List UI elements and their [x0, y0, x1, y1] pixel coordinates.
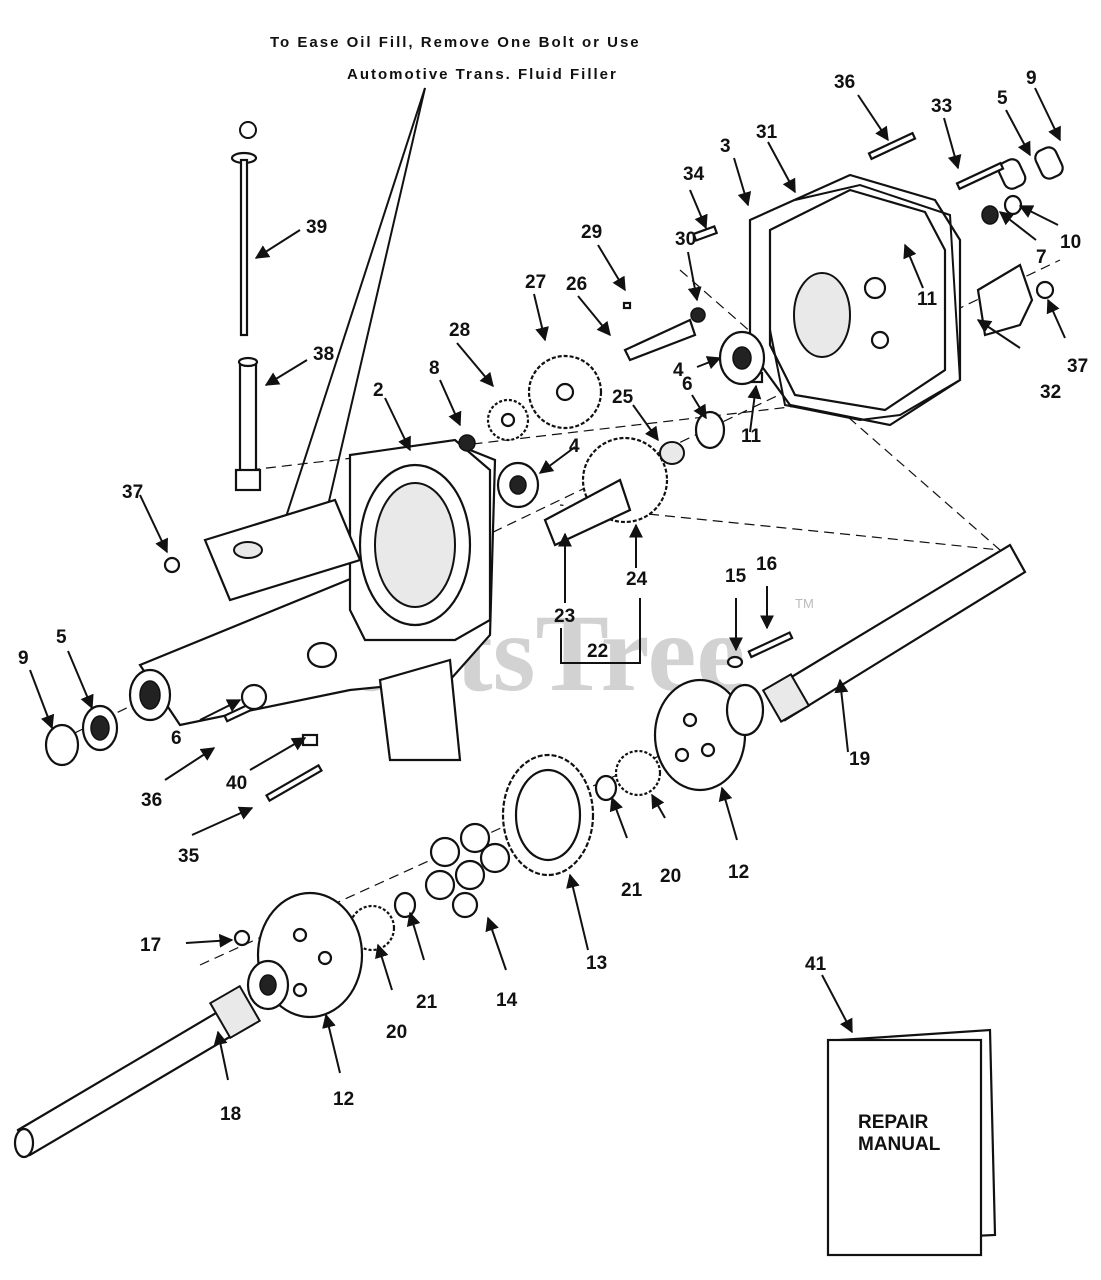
- callouts: 36 33 5 9 3 31 34 29 30 27 26 7 10 39 11…: [18, 68, 1088, 1125]
- bearings-and-spacers-upper: [690, 131, 1064, 384]
- callout-17: 17: [140, 935, 161, 956]
- callout-2: 2: [373, 380, 384, 401]
- repair-manual: REPAIR MANUAL: [826, 1028, 997, 1257]
- callout-29: 29: [581, 222, 602, 243]
- callout-36: 36: [834, 72, 855, 93]
- callout-19: 19: [849, 749, 870, 770]
- callout-8: 8: [429, 358, 440, 379]
- callout-31: 31: [756, 122, 778, 143]
- axle-left: [13, 984, 262, 1159]
- fill-tube: [234, 356, 262, 492]
- callout-33: 33: [931, 96, 952, 117]
- bevel-gears: [348, 749, 662, 952]
- ring-gear: [501, 753, 595, 877]
- transmission-housing: [128, 438, 497, 762]
- callout-21a: 21: [621, 880, 643, 901]
- callout-16: 16: [756, 554, 777, 575]
- callout-36b: 36: [141, 790, 162, 811]
- callout-30: 30: [675, 229, 696, 250]
- callout-18: 18: [220, 1104, 241, 1125]
- callout-3: 3: [720, 136, 731, 157]
- callout-20b: 20: [386, 1022, 407, 1043]
- callout-11a: 11: [917, 289, 938, 310]
- callout-13: 13: [586, 953, 607, 974]
- side-cover: [748, 173, 962, 427]
- pinion-cluster: [424, 822, 511, 919]
- callout-4b: 4: [569, 436, 580, 457]
- dipstick: [230, 121, 258, 337]
- callout-21b: 21: [416, 992, 438, 1013]
- oil-fill-note-line1: To Ease Oil Fill, Remove One Bolt or Use: [270, 34, 641, 51]
- bearings-left: [44, 683, 268, 767]
- callout-5b: 5: [56, 627, 67, 648]
- callout-6a: 6: [682, 374, 693, 395]
- carrier-left: [246, 891, 364, 1019]
- callout-38: 38: [313, 344, 334, 365]
- note-leader-line: [319, 87, 426, 541]
- callout-20a: 20: [660, 866, 681, 887]
- callout-37a: 37: [1067, 356, 1088, 377]
- callout-5: 5: [997, 88, 1008, 109]
- callout-10: 10: [1060, 232, 1081, 253]
- gasket: [769, 183, 962, 422]
- callout-37b: 37: [122, 482, 143, 503]
- callout-14: 14: [496, 990, 518, 1011]
- axle-right: [761, 543, 1027, 723]
- callout-12b: 12: [333, 1089, 354, 1110]
- note-leader-line-2: [284, 87, 426, 521]
- upper-gear-train: [458, 301, 766, 547]
- callout-40: 40: [226, 773, 247, 794]
- callout-24: 24: [626, 569, 648, 590]
- callout-12a: 12: [728, 862, 749, 883]
- carrier-right: [653, 678, 765, 792]
- callout-23: 23: [554, 606, 575, 627]
- callout-35: 35: [178, 846, 200, 867]
- callout-41: 41: [805, 954, 827, 975]
- callout-11b: 11: [741, 426, 762, 447]
- manual-title-line2: MANUAL: [858, 1134, 941, 1155]
- callout-9b: 9: [18, 648, 29, 669]
- callout-34: 34: [683, 164, 705, 185]
- watermark-tm: TM: [795, 596, 814, 611]
- callout-32: 32: [1040, 382, 1061, 403]
- leader-lines: [29, 87, 1066, 1081]
- callout-27: 27: [525, 272, 546, 293]
- callout-28: 28: [449, 320, 470, 341]
- callout-39: 39: [306, 217, 327, 238]
- oil-fill-note-line2: Automotive Trans. Fluid Filler: [347, 66, 618, 83]
- callout-6b: 6: [171, 728, 182, 749]
- callout-4a: 4: [673, 360, 684, 381]
- callout-25: 25: [612, 387, 634, 408]
- callout-26: 26: [566, 274, 587, 295]
- callout-22: 22: [587, 641, 608, 662]
- manual-title-line1: REPAIR: [858, 1112, 929, 1133]
- callout-9: 9: [1026, 68, 1037, 89]
- callout-15: 15: [725, 566, 747, 587]
- callout-7: 7: [1036, 247, 1047, 268]
